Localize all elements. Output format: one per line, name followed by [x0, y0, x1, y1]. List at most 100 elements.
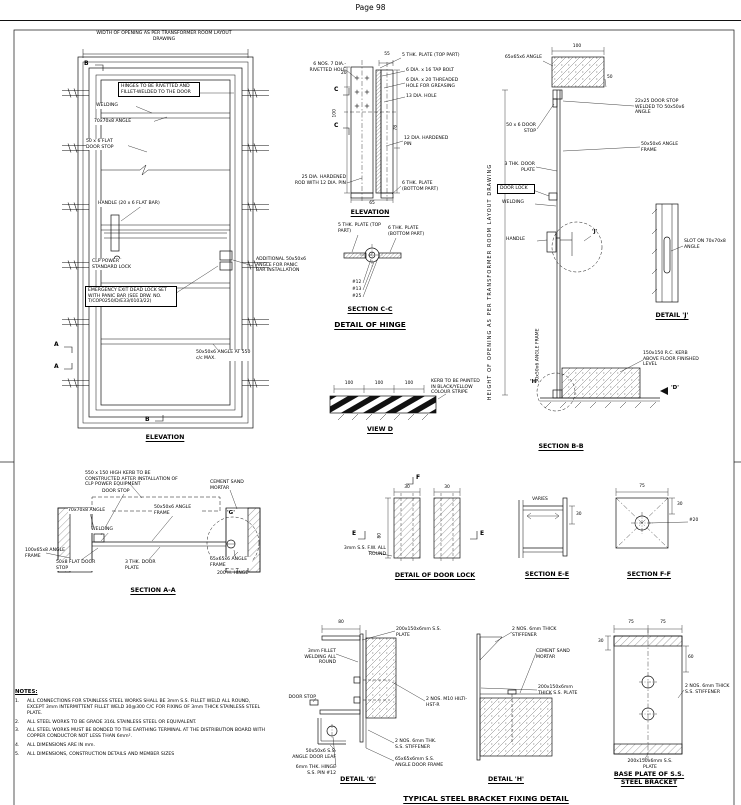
title-section-aa: SECTION A-A: [130, 587, 176, 594]
label-aa-cement: CEMENT SAND MORTAR: [210, 480, 244, 491]
dim-bp-75-b: 75: [660, 620, 666, 625]
detail-j-drawing: [651, 203, 684, 303]
label-aa-200h-hinge: 200 H. HINGE: [217, 571, 249, 576]
label-g-angle-leaf: 50x50x6 S.S. ANGLE DOOR LEAF: [292, 749, 336, 760]
note-text: ALL STEEL WORKS MUST BE BONDED TO THE EA…: [27, 728, 266, 740]
title-view-d: VIEW D: [367, 426, 393, 433]
ref-detail-j: 'J': [592, 229, 598, 235]
label-plate-bottom: 6 THK. PLATE (BOTTOM PART): [402, 181, 439, 192]
section-marker-a-bottom: A: [54, 363, 59, 370]
label-aa-door-plate: 3 THK. DOOR PLATE: [125, 560, 167, 572]
label-emergency-exit: EMERGENCY EXIT DEAD LOCK SET WITH PANIC …: [85, 286, 177, 308]
label-g-fillet-weld: 3mm FILLET WELDING ALL ROUND: [304, 649, 336, 666]
title-section-ff: SECTION F-F: [627, 571, 671, 578]
title-base-plate: BASE PLATE OF S.S. STEEL BRACKET: [613, 771, 685, 786]
note-number: 3.: [15, 728, 20, 734]
dim-bp-60: 60: [688, 655, 694, 660]
label-handle: HANDLE (20 x 6 FLAT BAR): [98, 201, 186, 207]
label-aa-flat-stop: 50x8 FLAT DOOR STOP: [56, 560, 98, 572]
section-marker-c-bottom: C: [334, 122, 339, 129]
note-item-5: 5. ALL DIMENSIONS, CONSTRUCTION DETAILS …: [15, 752, 267, 758]
label-h-stiffener: 2 NOS. 6mm THICK STIFFENER: [512, 627, 557, 638]
dim-bp-75-a: 75: [628, 620, 634, 625]
section-marker-c-top: C: [334, 86, 339, 93]
label-clp-lock: CLP POWER STANDARD LOCK: [92, 259, 138, 271]
label-flat-door-stop: 50 x 6 FLAT DOOR STOP: [86, 139, 128, 151]
page-number: Page 98: [355, 3, 386, 12]
label-bb-handle: HANDLE: [506, 237, 526, 242]
section-aa-drawing: [45, 483, 261, 575]
label-cc-plate-top: 5 THK. PLATE (TOP PART): [338, 223, 381, 234]
section-marker-a-top: A: [54, 341, 59, 348]
label-angle-frame-right: 50x50x6 ANGLE FRAME: [641, 142, 679, 153]
label-hardened-pin: 12 DIA. HARDENED PIN: [404, 136, 449, 147]
notes-heading: NOTES:: [15, 689, 38, 695]
section-ff-drawing: [615, 488, 689, 549]
title-hinge-elevation: ELEVATION: [350, 209, 390, 216]
label-g-angle-frame: 65x65x6mm S.S. ANGLE DOOR FRAME: [395, 757, 444, 768]
label-hinges-note: HINGES TO BE RIVETTED AND FILLET-WELDED …: [118, 82, 200, 98]
note-number: 4.: [15, 743, 20, 749]
note-text: ALL CONNECTIONS FOR STAINLESS STEEL WORK…: [27, 698, 261, 716]
section-marker-f-top: F: [416, 474, 421, 481]
view-d-drawing: [329, 385, 447, 421]
label-g-hinge-pin: 6mm THK. HINGE S.S. PIN #12: [295, 765, 336, 776]
dim-lock-30-b: 30: [444, 485, 450, 490]
section-marker-e-right: E: [480, 530, 485, 537]
label-65x65x6-angle: 65x65x6 ANGLE: [504, 55, 542, 60]
label-bb-door-stop: 50 x 6 DOOR STOP: [506, 123, 536, 134]
label-aa-door-stop: DOOR STOP: [102, 489, 130, 494]
dim-78: 78: [393, 124, 399, 131]
label-additional-angle: ADDITIONAL 50x50x6 ANGLE FOR PANIC BAR I…: [256, 257, 306, 274]
label-g-ss-plate: 200x150x6mm S.S. PLATE: [396, 627, 442, 638]
ref-view-d: 'D': [671, 385, 679, 391]
title-detail-g: DETAIL 'G': [340, 776, 376, 783]
note-text: ALL STEEL WORKS TO BE GRADE 316L STAINLE…: [27, 719, 197, 725]
label-g-door-stop: DOOR STOP: [288, 695, 316, 700]
dim-100-c: 100: [404, 381, 414, 386]
title-detail-of-hinge: DETAIL OF HINGE: [334, 320, 406, 329]
section-marker-b-top: B: [84, 60, 89, 67]
label-varies: VARIES: [532, 497, 548, 502]
label-tap-bolt: 6 DIA. x 16 TAP BOLT: [406, 68, 454, 73]
label-g-stiffener: 2 NOS. 6mm THK. S.S. STIFFENER: [395, 739, 437, 750]
label-plate-top: 5 THK. PLATE (TOP PART): [402, 53, 460, 58]
label-bp-stiffener: 2 NOS. 6mm THICK S.S. STIFFENER: [685, 684, 730, 695]
label-width-of-opening: WIDTH OF OPENING AS PER TRANSFORMER ROOM…: [96, 31, 232, 43]
label-angle-spacing: 50x50x6 ANGLE AT 550 c/c MAX.: [196, 350, 252, 362]
note-number: 5.: [15, 751, 20, 757]
section-marker-b-bottom: B: [145, 416, 150, 423]
dim-ff-30: 30: [677, 502, 683, 507]
dim-ff-dia20: #20: [689, 518, 699, 523]
dim-20: 20: [341, 71, 347, 76]
label-rc-kerb: 150x150 R.C. KERB ABOVE FLOOR FINISHED L…: [643, 351, 699, 368]
dim-dia-13: #13: [352, 287, 362, 292]
label-welding: WELDING: [96, 103, 136, 109]
label-bp-ss-plate: 200x150x6mm S.S. PLATE: [627, 759, 673, 770]
label-13-dia-hole: 13 DIA. HOLE: [406, 94, 437, 99]
section-ee-drawing: [518, 497, 575, 558]
label-cc-plate-bottom: 6 THK. PLATE (BOTTOM PART): [388, 226, 425, 237]
detail-g-drawing: [309, 625, 426, 768]
label-70x70x8-angle: 70x70x8 ANGLE: [94, 119, 154, 125]
title-section-bb: SECTION B-B: [538, 443, 584, 450]
dim-lock-30-a: 30: [404, 485, 410, 490]
note-text: ALL DIMENSIONS, CONSTRUCTION DETAILS AND…: [27, 751, 175, 757]
title-section-ee: SECTION E-E: [524, 571, 570, 578]
dim-65: 65: [369, 201, 375, 206]
label-g-hilti: 2 NOS. M10 HILTI-HST-R: [426, 697, 468, 708]
label-aa-welding: WELDING: [91, 527, 123, 533]
note-item-1: 1. ALL CONNECTIONS FOR STAINLESS STEEL W…: [15, 699, 267, 717]
label-high-kerb: 550 x 150 HIGH KERB TO BE CONSTRUCTED AF…: [85, 471, 178, 488]
note-number: 1.: [15, 698, 20, 704]
door-lock-detail-drawing: [358, 477, 478, 563]
hinge-elevation-drawing: [343, 57, 406, 203]
dim-bb-50: 50: [607, 75, 613, 80]
note-number: 2.: [15, 719, 20, 725]
title-section-cc: SECTION C-C: [347, 306, 393, 313]
base-plate-drawing: [605, 625, 689, 761]
dim-100-b: 100: [374, 381, 384, 386]
label-aa-100x65x8: 100x65x8 ANGLE FRAME: [25, 548, 66, 559]
label-threaded-hole: 6 DIA. x 20 THREADED HOLE FOR GREASING: [406, 78, 459, 89]
